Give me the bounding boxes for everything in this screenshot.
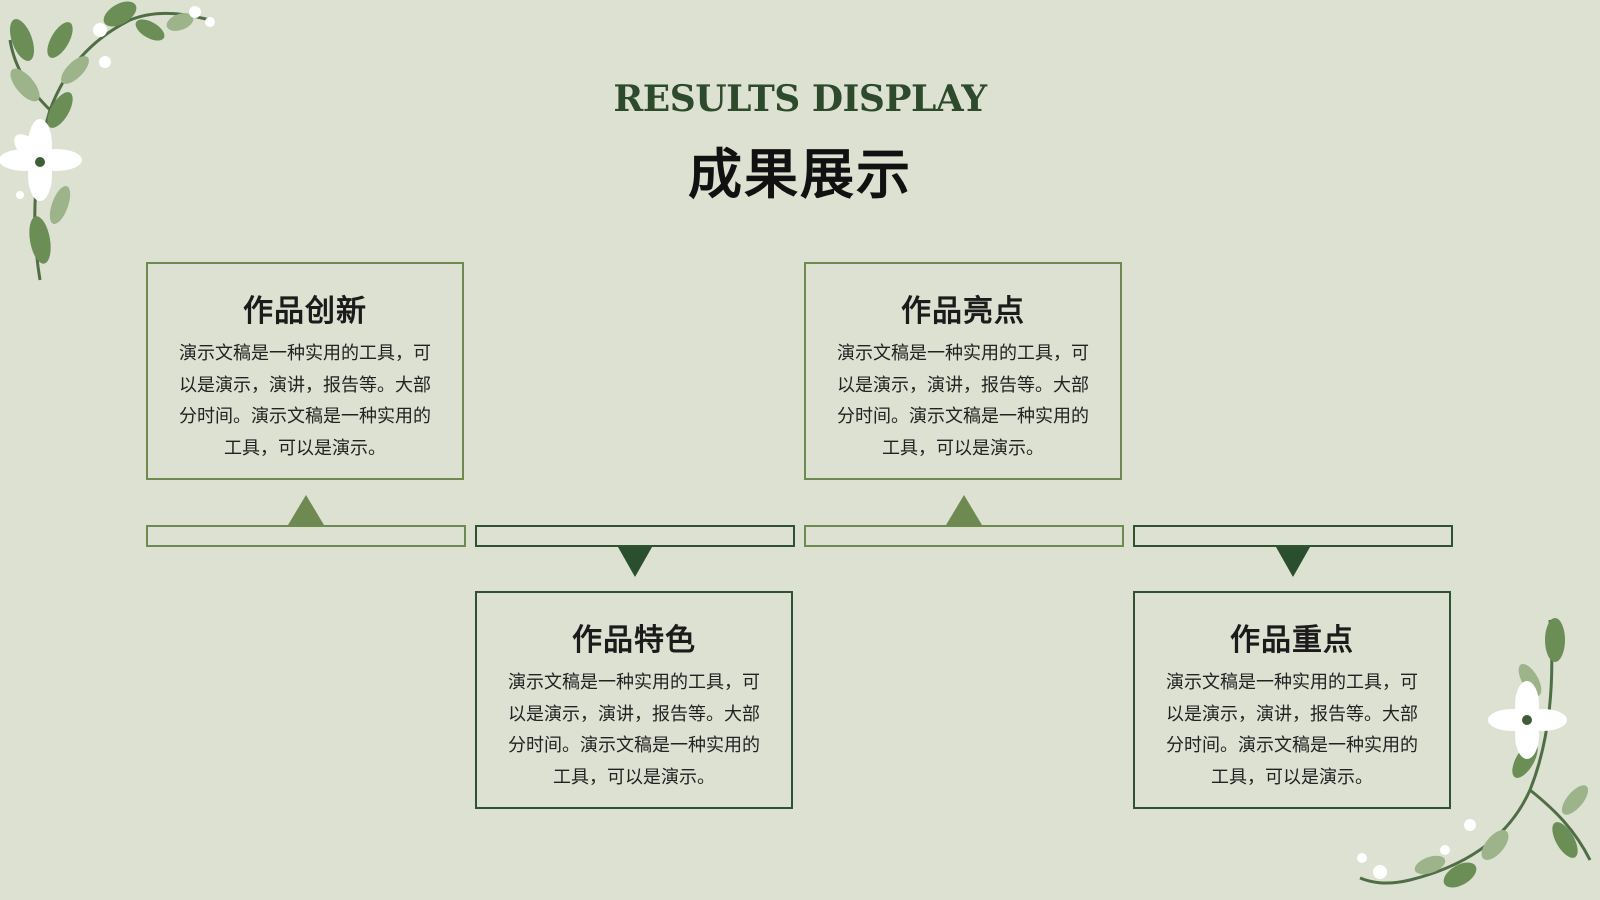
card-feature: 作品特色 演示文稿是一种实用的工具，可以是演示，演讲，报告等。大部分时间。演示文…: [475, 591, 793, 809]
timeline-segment-4: [1133, 525, 1453, 547]
card-body: 演示文稿是一种实用的工具，可以是演示，演讲，报告等。大部分时间。演示文稿是一种实…: [837, 343, 1089, 459]
card-body: 演示文稿是一种实用的工具，可以是演示，演讲，报告等。大部分时间。演示文稿是一种实…: [508, 672, 760, 788]
page-title: 成果展示: [688, 143, 912, 206]
card-title: 作品重点: [1230, 623, 1354, 658]
card-highlight: 作品亮点 演示文稿是一种实用的工具，可以是演示，演讲，报告等。大部分时间。演示文…: [804, 262, 1122, 480]
timeline-segment-1: [146, 525, 466, 547]
card-body: 演示文稿是一种实用的工具，可以是演示，演讲，报告等。大部分时间。演示文稿是一种实…: [179, 343, 431, 459]
card-title: 作品特色: [572, 623, 696, 658]
timeline-segment-2: [475, 525, 795, 547]
timeline-segment-3: [804, 525, 1124, 547]
card-key-point: 作品重点 演示文稿是一种实用的工具，可以是演示，演讲，报告等。大部分时间。演示文…: [1133, 591, 1451, 809]
triangle-up-icon: [946, 495, 982, 525]
triangle-down-icon: [618, 547, 652, 577]
floral-corner-top-left-icon: [0, 1, 215, 281]
triangle-up-icon: [288, 495, 324, 525]
card-title: 作品创新: [243, 294, 367, 329]
card-innovation: 作品创新 演示文稿是一种实用的工具，可以是演示，演讲，报告等。大部分时间。演示文…: [146, 262, 464, 480]
triangle-down-icon: [1276, 547, 1310, 577]
subtitle-en: RESULTS DISPLAY: [613, 78, 987, 120]
card-body: 演示文稿是一种实用的工具，可以是演示，演讲，报告等。大部分时间。演示文稿是一种实…: [1166, 672, 1418, 788]
floral-corner-bottom-right-icon: [1357, 618, 1592, 888]
card-title: 作品亮点: [901, 294, 1025, 329]
